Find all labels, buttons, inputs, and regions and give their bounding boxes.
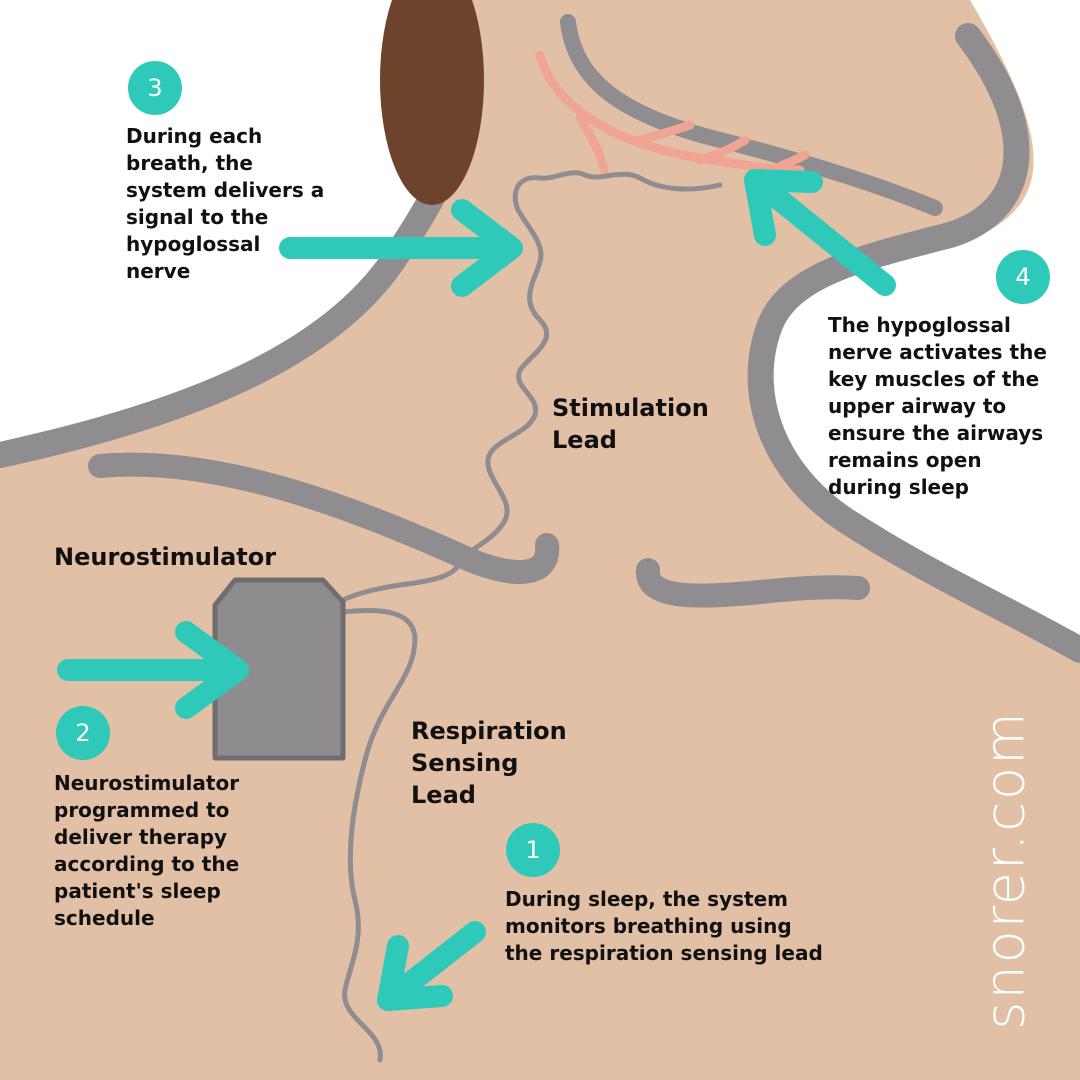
arrow-step-2 <box>57 621 249 719</box>
arrow-step-4 <box>744 169 896 296</box>
arrows <box>57 169 896 1011</box>
jaw-line <box>560 14 943 216</box>
site-watermark: snorer.com <box>973 710 1037 1030</box>
hypoglossal-nerve <box>535 50 810 175</box>
step-4-text: The hypoglossal nerve activates the key … <box>828 313 1047 499</box>
hair-shape <box>380 0 484 205</box>
respiration-sensing-lead-label: Respiration Sensing Lead <box>411 717 567 809</box>
neck-outline-right <box>747 23 1080 663</box>
step-4-badge: 4 <box>996 250 1050 304</box>
step-2-badge: 2 <box>56 706 110 760</box>
step-2-text: Neurostimulator programmed to deliver th… <box>54 771 240 930</box>
step-3-text: During each breath, the system delivers … <box>126 124 325 283</box>
arrow-step-3 <box>279 199 523 297</box>
step-1-text: During sleep, the system monitors breath… <box>505 887 823 965</box>
stimulation-lead-wire <box>340 170 723 603</box>
neurostimulator-label: Neurostimulator <box>54 543 277 571</box>
neurostimulator-device <box>212 577 346 761</box>
stimulation-lead-label: Stimulation Lead <box>552 394 709 454</box>
collarbone-right <box>636 558 870 608</box>
step-3-badge: 3 <box>128 61 182 115</box>
respiration-sensing-lead-wire <box>340 608 418 1063</box>
step-1-badge: 1 <box>506 823 560 877</box>
arrow-step-1 <box>377 921 486 1011</box>
collarbone-left <box>88 452 560 584</box>
